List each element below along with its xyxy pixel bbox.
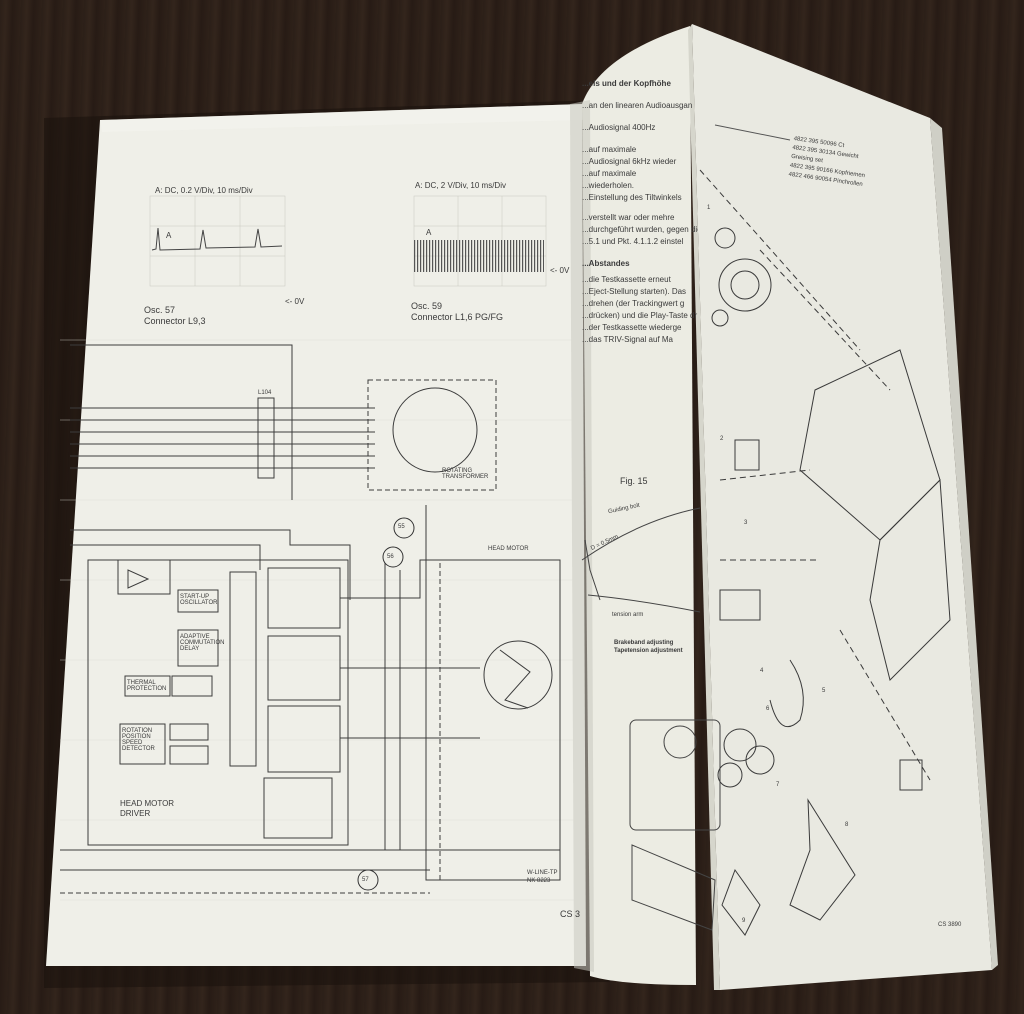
left-page xyxy=(46,104,586,966)
right-page xyxy=(582,26,696,985)
ref-1: W-LINE-TP xyxy=(527,870,558,876)
exploded-view-drawing xyxy=(699,169,951,936)
part-label: 2 xyxy=(720,436,724,442)
text-line: ...Audiosignal 6kHz wieder xyxy=(582,157,677,166)
block-commutation: ADAPTIVE COMMUTATION DELAY xyxy=(180,634,225,652)
fig-annotation-brakeband: Brakeband adjusting xyxy=(614,640,674,646)
node-56-label: 56 xyxy=(387,554,394,560)
block-rotation: ROTATION POSITION SPEED DETECTOR xyxy=(122,728,155,752)
osc-59-header: A: DC, 2 V/Div, 10 ms/Div xyxy=(415,181,506,190)
part-label: 3 xyxy=(744,520,748,526)
part-label: 5 xyxy=(822,688,826,694)
text-line: ...auf maximale xyxy=(582,145,637,154)
text-line: ...Einstellung des Tiltwinkels xyxy=(582,193,682,202)
text-line: ...das TRIV-Signal auf Ma xyxy=(582,335,674,344)
osc-57-marker: A xyxy=(166,231,172,240)
osc-57-grid xyxy=(149,195,286,287)
text-line: ...5.1 und Pkt. 4.1.1.2 einstel xyxy=(582,237,684,246)
block-thermal: THERMAL PROTECTION xyxy=(127,680,167,692)
head-motor-title: HEAD MOTOR xyxy=(488,546,529,552)
text-line: ...Eject-Stellung starten). Das xyxy=(582,287,687,296)
part-label: 1 xyxy=(707,205,711,211)
text-line: ...die Testkassette erneut xyxy=(582,275,671,284)
osc-59-connector: Connector L1,6 PG/FG xyxy=(411,312,504,322)
text-line: ...an den linearen Audioausgan xyxy=(582,101,693,110)
osc-59-caption: Osc. 59 xyxy=(411,301,443,311)
osc-57-trace xyxy=(151,227,283,251)
text-line: ...wiederholen. xyxy=(582,181,635,190)
osc-59-marker: A xyxy=(426,228,432,237)
node-56 xyxy=(382,546,404,568)
driver-label-2: DRIVER xyxy=(120,809,151,818)
text-line: ...Audiosignal 400Hz xyxy=(582,123,656,132)
osc-57-header: A: DC, 0.2 V/Div, 10 ms/Div xyxy=(155,186,253,195)
part-label: 4 xyxy=(760,668,764,674)
connector-label: L104 xyxy=(258,390,272,396)
text-line: ...der Testkassette wiederge xyxy=(582,323,682,332)
fig-annotation-tapetension: Tapetension adjustment xyxy=(614,648,683,654)
node-55 xyxy=(393,517,415,539)
block-startup: START-UP OSCILLATOR xyxy=(180,594,218,606)
osc-59-trace xyxy=(414,240,544,272)
text-line: ...auf maximale xyxy=(582,169,637,178)
schematic-wiring xyxy=(60,344,561,894)
driver-label-1: HEAD MOTOR xyxy=(120,799,175,808)
fig-15-drawing xyxy=(581,507,721,931)
text-line: ...els und der Kopfhöhe xyxy=(582,80,671,88)
osc-57-connector: Connector L9,3 xyxy=(144,316,206,326)
right-page-text: ...els und der Kopfhöhe ...an den linear… xyxy=(582,80,698,344)
part-label: 7 xyxy=(776,782,780,788)
text-line: ...Abstandes xyxy=(582,259,630,268)
callout-line xyxy=(714,124,791,141)
fig-annotation-tension-arm: tension arm xyxy=(612,612,644,618)
transformer-label: ROTATING TRANSFORMER xyxy=(442,468,489,480)
left-page-code: CS 3 xyxy=(560,909,581,919)
osc-57-zero-label: <- 0V xyxy=(285,297,305,306)
insert-page-code: CS 3890 xyxy=(938,922,962,928)
part-label: 6 xyxy=(766,706,770,712)
text-line: ...durchgeführt wurden, gegen die xyxy=(582,225,698,234)
figure-label: Fig. 15 xyxy=(620,476,648,486)
text-line: ...verstellt war oder mehre xyxy=(582,213,675,222)
ref-2: NK 8223 xyxy=(527,878,551,884)
node-57 xyxy=(357,869,379,891)
text-line: ...drücken) und die Play-Taste dr xyxy=(582,311,698,320)
part-label: 9 xyxy=(742,918,746,924)
node-55-label: 55 xyxy=(398,524,405,530)
part-label: 8 xyxy=(845,822,849,828)
osc-57-caption: Osc. 57 xyxy=(144,305,176,315)
text-line: ...drehen (der Trackingwert g xyxy=(582,299,685,308)
osc-59-zero-label: <- 0V xyxy=(550,266,570,275)
node-57-label: 57 xyxy=(362,877,369,883)
